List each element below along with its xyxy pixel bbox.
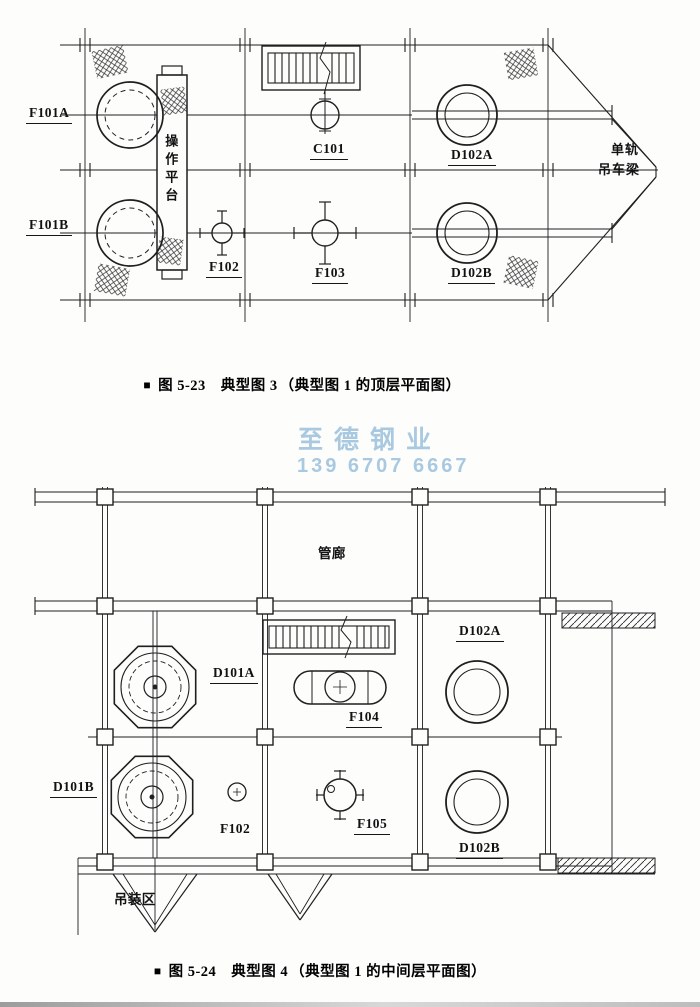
fig1-vessel-f102 <box>199 210 245 256</box>
figure1-caption-marker: ■ <box>143 378 152 392</box>
fig2-vessel-d102b <box>445 770 509 834</box>
figure1-top-plan <box>60 28 658 322</box>
fig1-vessel-f101a <box>96 81 164 149</box>
watermark-phone: 139 6707 6667 <box>297 455 470 477</box>
fig1-vessel-f103 <box>293 201 357 265</box>
label-f102-top: F102 <box>206 259 243 278</box>
scan-bottom-edge <box>0 1002 700 1007</box>
label-monorail-line1: 单轨 <box>611 142 640 157</box>
fig2-vessel-d102a <box>445 660 509 724</box>
fig2-column-nodes <box>96 488 557 871</box>
label-operating-platform: 操作平台 <box>163 134 179 206</box>
fig2-vessel-d101a <box>113 645 197 729</box>
label-d102a-bottom: D102A <box>456 623 504 642</box>
figure1-caption-title: 图 5-23 典型图 3 <box>158 378 278 394</box>
fig1-vessel-d102b <box>436 202 498 264</box>
fig2-cut-hatch-bands <box>557 612 656 874</box>
label-f101b: F101B <box>26 217 72 236</box>
figure2-caption-subtitle: （典型图 1 的中间层平面图） <box>290 964 487 980</box>
label-c101: C101 <box>310 141 348 160</box>
fig2-stairs <box>262 615 396 659</box>
label-d102a-top: D102A <box>448 147 496 166</box>
fig2-vessel-f105 <box>316 770 364 820</box>
figure1-caption: ■ 图 5-23 典型图 3（典型图 1 的顶层平面图） <box>0 374 604 395</box>
fig1-stairs <box>261 41 361 95</box>
fig2-hoisting-funnels <box>112 873 333 933</box>
figure2-middle-plan <box>34 487 666 935</box>
label-f102-bottom: F102 <box>220 821 251 836</box>
figure1-caption-subtitle: （典型图 1 的顶层平面图） <box>279 378 461 394</box>
label-f101a: F101A <box>26 105 73 124</box>
figure2-caption-title: 图 5-24 典型图 4 <box>168 964 289 980</box>
label-f104: F104 <box>346 709 383 728</box>
label-monorail-line2: 吊车梁 <box>598 162 641 178</box>
label-hoisting-area: 吊装区 <box>114 892 156 907</box>
fig1-vessel-f101b <box>96 199 164 267</box>
fig2-vessel-d101b <box>110 755 194 839</box>
fig2-column-lines <box>102 487 551 930</box>
figure2-caption: ■ 图 5-24 典型图 4（典型图 1 的中间层平面图） <box>0 960 640 981</box>
label-d102b-bottom: D102B <box>456 840 504 859</box>
label-d101b: D101B <box>50 779 98 798</box>
fig2-vessel-f104 <box>293 670 387 705</box>
label-f105: F105 <box>354 816 391 835</box>
label-f103: F103 <box>312 265 349 284</box>
label-pipe-gallery: 管廊 <box>318 546 346 561</box>
fig1-grid-lines <box>60 28 658 322</box>
figure2-caption-marker: ■ <box>153 964 162 978</box>
fig1-hatch-marks <box>91 44 539 297</box>
fig1-vessel-d102a <box>436 84 498 146</box>
label-d102b-top: D102B <box>448 265 496 284</box>
label-monorail-crane-beam: 单轨 吊车梁 <box>598 140 640 180</box>
label-d101a: D101A <box>210 665 258 684</box>
fig2-vessel-f102 <box>227 782 247 802</box>
fig1-vessel-c101 <box>310 90 340 134</box>
fig2-pipe-rack-beams <box>34 488 666 935</box>
watermark-company: 至德钢业 <box>298 426 443 454</box>
